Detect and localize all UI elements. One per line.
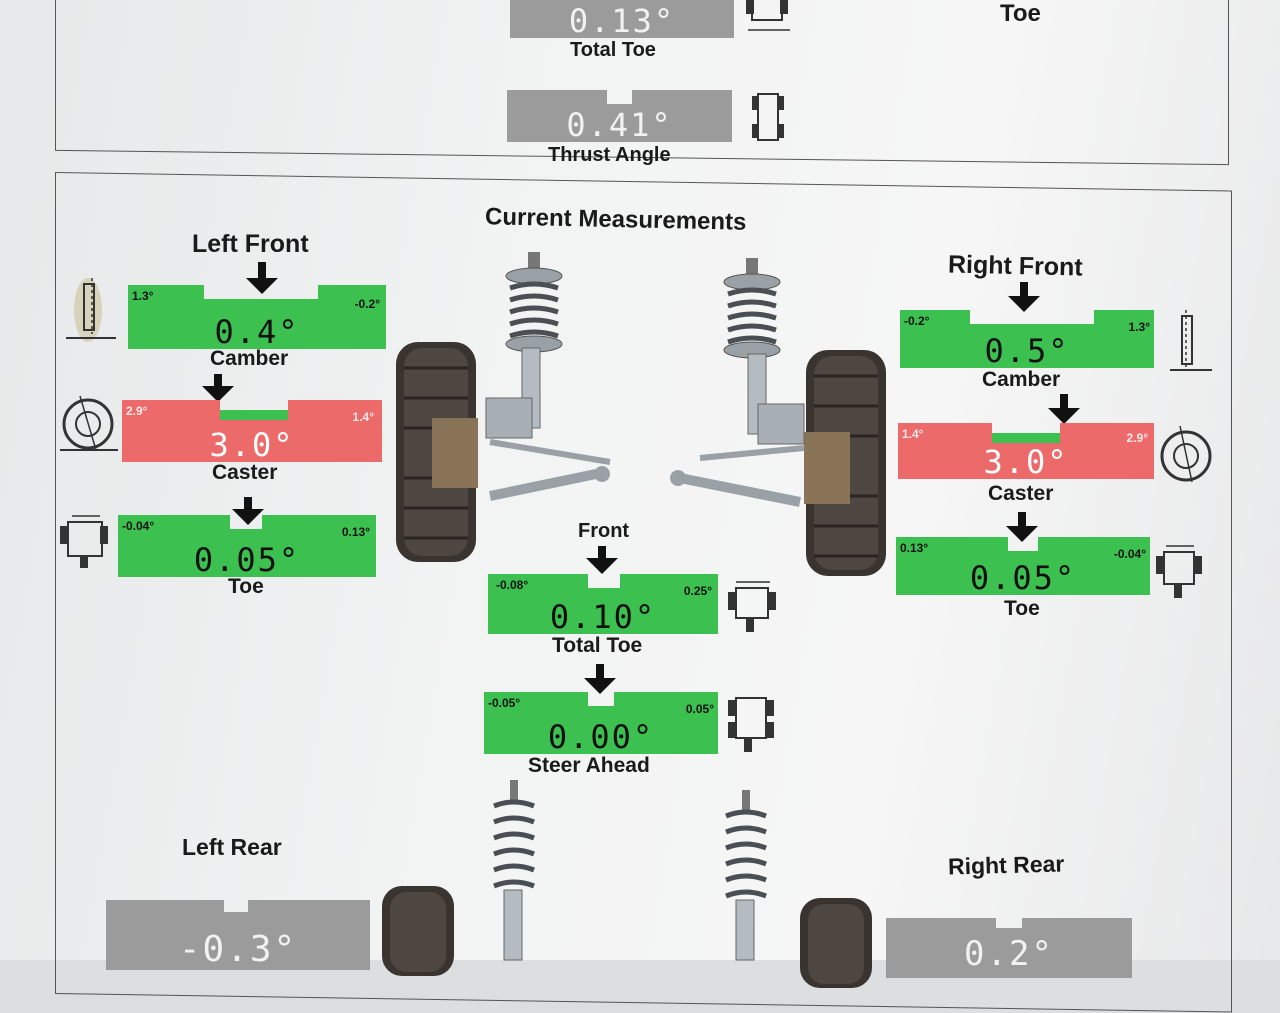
left-front-tire-icon	[396, 342, 478, 562]
top-total-toe-label: Total Toe	[570, 39, 656, 61]
left-toe-max: 0.13°	[341, 525, 370, 539]
top-toe-label: Toe	[1000, 0, 1041, 27]
right-toe-max: -0.04°	[1113, 547, 1146, 561]
toe-car-icon	[746, 0, 790, 31]
left-camber-label: Camber	[210, 347, 289, 370]
right-camber-min: -0.2°	[904, 314, 930, 328]
caster-wheel-icon-right	[1160, 425, 1212, 483]
right-strut-spring-icon	[670, 258, 805, 507]
left-caster-max: 1.4°	[352, 410, 374, 424]
total-toe-max: 0.25°	[683, 584, 712, 598]
steer-ahead-min: -0.05°	[488, 696, 521, 710]
thrust-angle-label: Thrust Angle	[548, 144, 671, 166]
right-camber-value: 0.5°	[984, 332, 1070, 370]
top-total-toe-gauge: 0.13°	[510, 0, 734, 40]
right-front-tire-icon	[804, 350, 886, 576]
steer-ahead-car-icon	[728, 697, 774, 752]
toe-car-icon-left	[60, 515, 108, 568]
left-rear-tire-icon	[382, 886, 454, 976]
caster-wheel-icon	[60, 395, 118, 451]
left-rear-strut-icon	[493, 780, 535, 961]
left-caster-value: 3.0°	[209, 426, 295, 464]
right-front-title: Right Front	[947, 250, 1083, 282]
right-front-camber-gauge: -0.2° 1.3° 0.5°	[900, 310, 1154, 370]
right-toe-value: 0.05°	[969, 559, 1077, 597]
total-toe-label: Total Toe	[552, 634, 643, 657]
left-caster-min: 2.9°	[126, 404, 148, 418]
left-caster-label: Caster	[212, 461, 278, 484]
steer-ahead-max: 0.05°	[685, 702, 714, 716]
left-front-title: Left Front	[192, 230, 309, 258]
right-toe-label: Toe	[1004, 597, 1040, 620]
right-caster-max: 2.9°	[1126, 431, 1148, 445]
top-total-toe-value: 0.13°	[568, 2, 676, 40]
right-front-caster-gauge: 1.4° 2.9° 3.0°	[898, 423, 1154, 481]
right-caster-value: 3.0°	[983, 443, 1069, 481]
right-rear-camber-value: 0.2°	[964, 934, 1054, 974]
left-camber-value: 0.4°	[214, 313, 300, 351]
right-caster-min: 1.4°	[902, 427, 924, 441]
thrust-angle-gauge: 0.41°	[507, 90, 732, 144]
left-front-toe-gauge: -0.04° 0.13° 0.05°	[118, 515, 376, 579]
total-toe-car-icon	[728, 581, 776, 632]
left-front-caster-gauge: 2.9° 1.4° 3.0°	[122, 400, 382, 464]
right-rear-strut-icon	[725, 790, 767, 961]
total-toe-value: 0.10°	[549, 598, 657, 636]
left-camber-max: -0.2°	[354, 297, 380, 311]
right-rear-title: Right Rear	[947, 850, 1065, 880]
right-toe-min: 0.13°	[900, 541, 929, 555]
right-camber-label: Camber	[982, 368, 1061, 391]
right-caster-label: Caster	[988, 482, 1054, 505]
thrust-car-icon	[752, 93, 784, 141]
current-measurements-heading: Current Measurements	[484, 203, 747, 236]
total-toe-min: -0.08°	[496, 578, 529, 592]
thrust-angle-value: 0.41°	[566, 106, 673, 144]
left-strut-spring-icon	[485, 252, 611, 501]
toe-car-icon-right	[1156, 545, 1202, 598]
front-total-toe-gauge: -0.08° 0.25° 0.10°	[488, 574, 718, 636]
left-rear-title: Left Rear	[182, 834, 282, 860]
front-label: Front	[578, 520, 630, 542]
left-toe-label: Toe	[228, 575, 264, 598]
steer-ahead-gauge: -0.05° 0.05° 0.00°	[484, 692, 718, 756]
left-rear-camber-value: -0.3°	[178, 929, 298, 970]
left-toe-min: -0.04°	[122, 519, 155, 533]
left-camber-min: 1.3°	[132, 289, 154, 303]
camber-diagram-icon	[66, 278, 116, 342]
right-front-toe-gauge: 0.13° -0.04° 0.05°	[896, 537, 1150, 597]
left-toe-value: 0.05°	[193, 541, 301, 579]
camber-diagram-icon-right	[1170, 310, 1212, 371]
steer-ahead-value: 0.00°	[547, 718, 655, 756]
right-rear-tire-icon	[800, 898, 872, 988]
steer-ahead-label: Steer Ahead	[528, 754, 650, 777]
right-camber-max: 1.3°	[1128, 320, 1150, 334]
left-front-camber-gauge: 1.3° -0.2° 0.4°	[128, 285, 386, 351]
right-rear-camber-gauge: 0.2°	[886, 918, 1132, 978]
